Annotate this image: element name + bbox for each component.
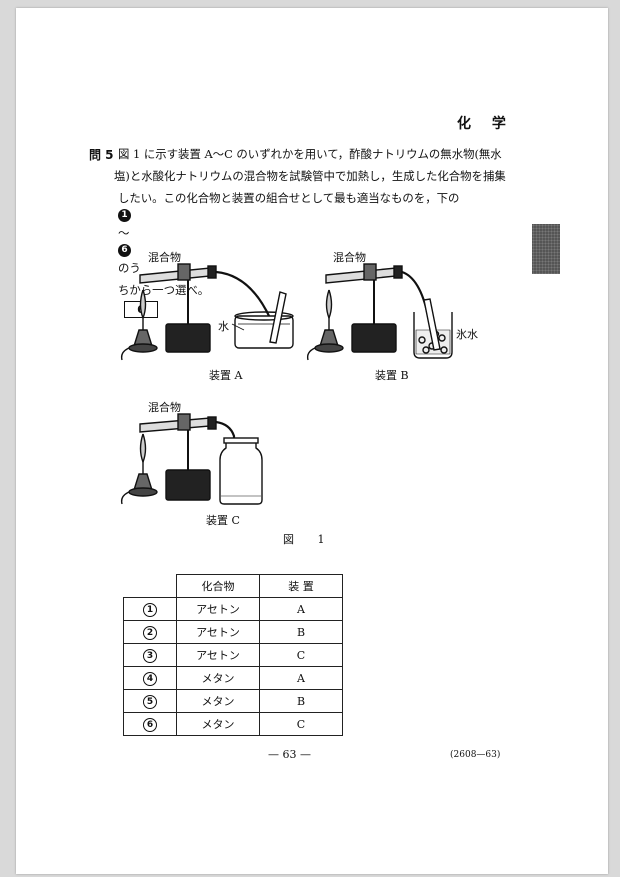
table-row[interactable]: 2 アセトン B — [123, 620, 343, 644]
cell-compound: アセトン — [176, 643, 260, 667]
table-row[interactable]: 3 アセトン C — [123, 643, 343, 667]
apparatus-a-mixture-label: 混合物 — [148, 251, 181, 264]
cell-device: A — [259, 597, 343, 621]
option-number: 2 — [143, 625, 157, 640]
section-tab — [532, 224, 560, 274]
cell-compound: アセトン — [176, 620, 260, 644]
cell-device: C — [259, 712, 343, 736]
apparatus-a-water-label: 水 — [218, 320, 229, 333]
cell-compound: メタン — [176, 689, 260, 713]
question-line-2: 塩)と水酸化ナトリウムの混合物を試験管中で加熱し，生成した化合物を捕集 — [114, 169, 506, 183]
header-compound: 化合物 — [176, 574, 260, 598]
apparatus-b-name: 装置 B — [375, 369, 409, 382]
subject-heading: 化 学 — [457, 116, 514, 132]
apparatus-b-mixture-label: 混合物 — [333, 251, 366, 264]
question-label: 問 5 — [89, 148, 114, 162]
table-header-row: 化合物 装 置 — [123, 574, 343, 598]
question-text: 図 1 に示す装置 A～C のいずれかを用いて，酢酸ナトリウムの無水物(無水 塩… — [114, 143, 508, 318]
apparatus-b-icewater-label: 氷水 — [456, 328, 478, 341]
apparatus-a-name: 装置 A — [209, 369, 243, 382]
cell-compound: アセトン — [176, 597, 260, 621]
option-number: 6 — [143, 717, 157, 732]
page-code: (2608—63) — [450, 750, 501, 760]
cell-device: B — [259, 620, 343, 644]
cell-compound: メタン — [176, 712, 260, 736]
apparatus-a-drawing — [120, 263, 294, 361]
cell-device: A — [259, 666, 343, 690]
page-number: — 63 — — [268, 748, 311, 761]
choice-range-start: 1 — [118, 209, 131, 222]
apparatus-c-drawing — [120, 413, 263, 505]
option-number: 3 — [143, 648, 157, 663]
apparatus-c-name: 装置 C — [206, 514, 240, 527]
table-row[interactable]: 1 アセトン A — [123, 597, 343, 621]
option-number: 5 — [143, 694, 157, 709]
cell-device: C — [259, 643, 343, 667]
cell-device: B — [259, 689, 343, 713]
apparatus-c-mixture-label: 混合物 — [148, 401, 181, 414]
option-number: 1 — [143, 602, 157, 617]
question-line-1: 図 1 に示す装置 A～C のいずれかを用いて，酢酸ナトリウムの無水物(無水 — [118, 147, 502, 161]
choice-range-end: 6 — [118, 244, 131, 257]
table-row[interactable]: 5 メタン B — [123, 689, 343, 713]
header-device: 装 置 — [259, 574, 343, 598]
cell-compound: メタン — [176, 666, 260, 690]
table-row[interactable]: 4 メタン A — [123, 666, 343, 690]
figure-caption: 図 1 — [283, 533, 335, 546]
apparatus-b-drawing — [306, 263, 453, 361]
table-row[interactable]: 6 メタン C — [123, 712, 343, 736]
option-number: 4 — [143, 671, 157, 686]
options-table: 化合物 装 置 1 アセトン A 2 アセトン B 3 アセトン C 4 メタン… — [123, 574, 343, 736]
